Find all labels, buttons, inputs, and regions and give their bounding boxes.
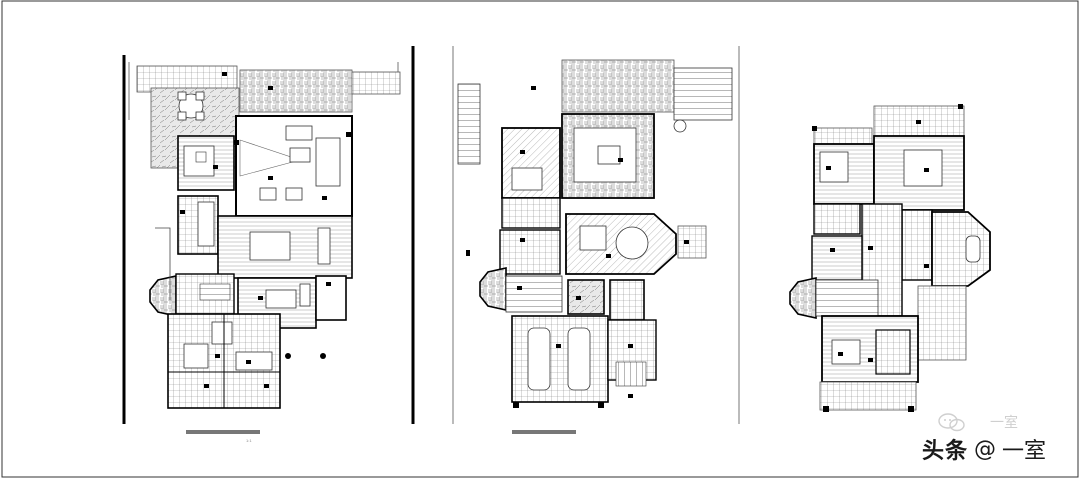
floor-plan-1: 1:1 xyxy=(122,46,415,443)
watermark-account: 一室 xyxy=(1002,439,1047,464)
watermark-logo-text: 一室 xyxy=(990,415,1018,431)
floor-plan-2 xyxy=(452,46,740,434)
watermark-logo-icon xyxy=(938,413,965,432)
watermark-platform: 头条 xyxy=(922,439,969,464)
watermark-at: @ xyxy=(974,436,997,462)
floor-plan-3 xyxy=(789,104,991,412)
watermark: 头条 @ 一室 xyxy=(922,432,1046,466)
svg-text:1:1: 1:1 xyxy=(246,438,252,443)
